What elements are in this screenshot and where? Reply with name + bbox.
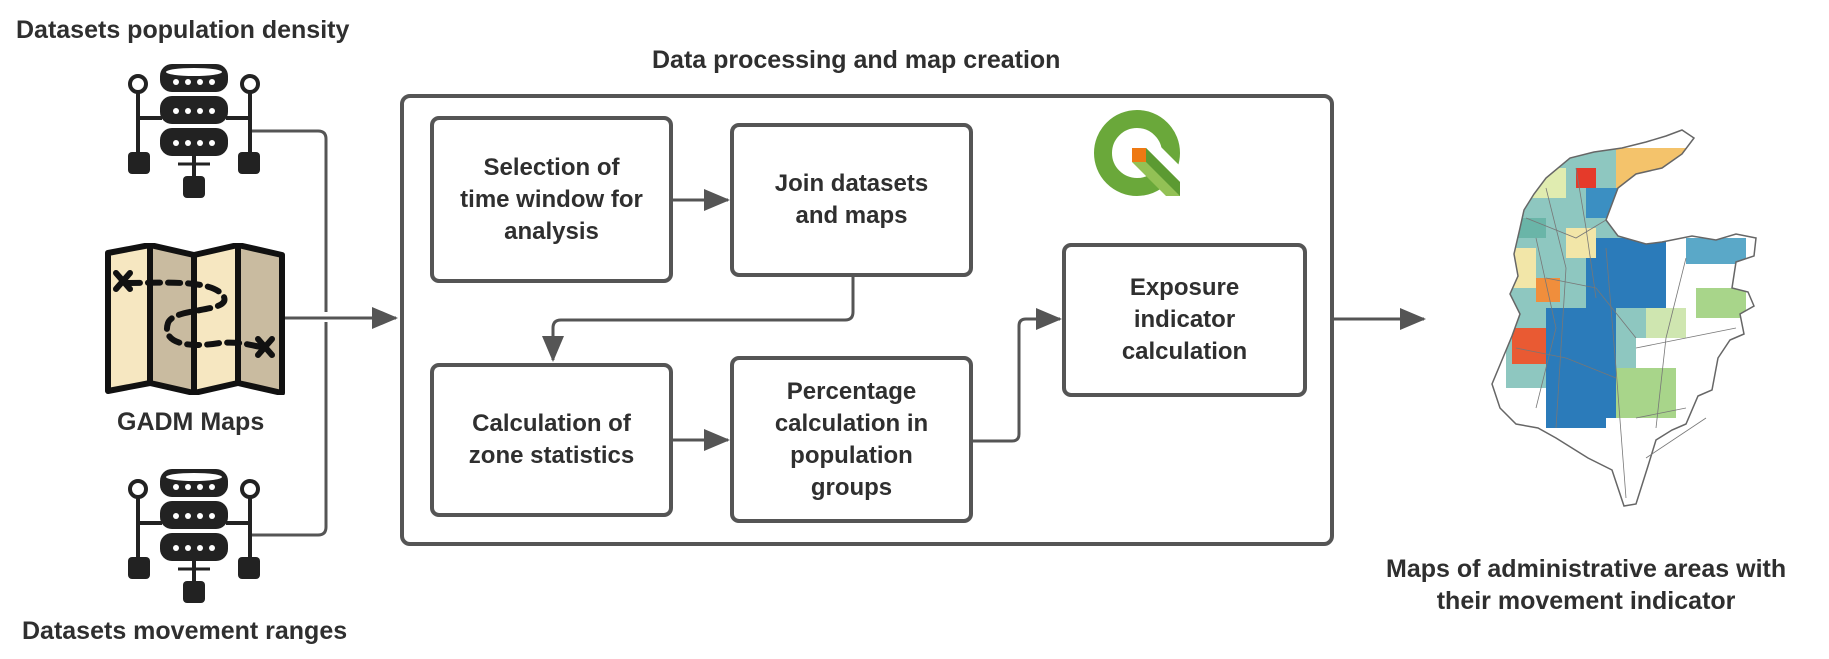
label-datasets-movement-ranges: Datasets movement ranges [22,617,348,645]
label-processing-title: Data processing and map creation [652,46,1061,74]
connector-movement-to-merge [250,322,328,537]
folded-map-icon [105,243,285,395]
label-datasets-population-density: Datasets population density [16,16,350,44]
step-exposure-indicator: Exposure indicator calculation [1062,243,1307,397]
arrow-join-to-zonestats [542,277,855,362]
database-network-icon [128,469,260,603]
step-join-datasets: Join datasets and maps [730,123,973,277]
label-gadm-maps: GADM Maps [117,408,265,436]
connector-population-to-merge [250,129,328,312]
database-network-icon [128,64,260,198]
step-percentage-calculation: Percentage calculation in population gro… [730,356,973,523]
label-output-maps: Maps of administrative areas with their … [1386,555,1787,615]
qgis-logo-icon [1094,110,1184,196]
arrow-percentage-to-exposure [973,308,1062,443]
colombia-choropleth-map-icon [1491,129,1757,507]
step-selection-time-window: Selection of time window for analysis [430,116,673,283]
step-zone-statistics: Calculation of zone statistics [430,363,673,517]
processing-container [400,94,1334,546]
